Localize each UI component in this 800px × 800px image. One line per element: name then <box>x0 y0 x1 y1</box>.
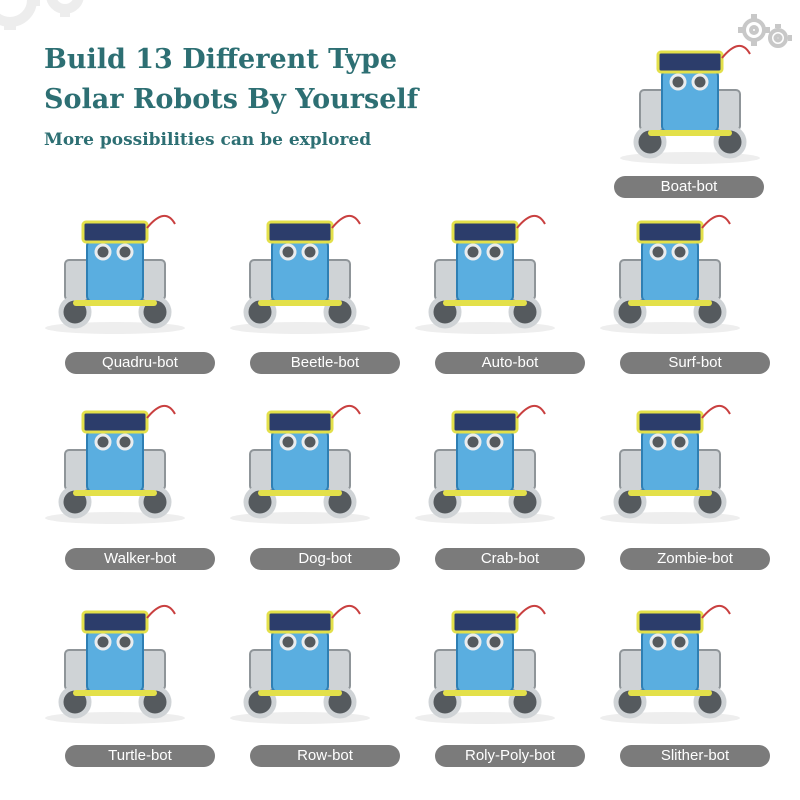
zombie-bot-image <box>580 390 760 530</box>
walker-bot-image <box>25 390 205 530</box>
robot-label: Dog-bot <box>250 548 400 570</box>
auto-bot-image <box>395 200 575 340</box>
robot-label: Row-bot <box>250 745 400 767</box>
crab-bot-image <box>395 390 575 530</box>
quadru-bot-image <box>25 200 205 340</box>
roly-poly-bot-image <box>395 590 575 730</box>
robot-label: Beetle-bot <box>250 352 400 374</box>
beetle-bot-image <box>210 200 390 340</box>
page-title-line-2: Solar Robots By Yourself <box>44 84 419 115</box>
robot-label: Auto-bot <box>435 352 585 374</box>
robot-label: Slither-bot <box>620 745 770 767</box>
dog-bot-image <box>210 390 390 530</box>
robot-label: Roly-Poly-bot <box>435 745 585 767</box>
turtle-bot-image <box>25 590 205 730</box>
robot-label: Boat-bot <box>614 176 764 198</box>
row-bot-image <box>210 590 390 730</box>
page-title-line-1: Build 13 Different Type <box>44 44 398 75</box>
robot-label: Surf-bot <box>620 352 770 374</box>
robot-label: Crab-bot <box>435 548 585 570</box>
page-subtitle: More possibilities can be explored <box>44 130 372 150</box>
slither-bot-image <box>580 590 760 730</box>
gear-decoration-top-left-icon <box>0 0 84 30</box>
gear-decoration-top-right-icon <box>738 14 792 48</box>
robot-label: Turtle-bot <box>65 745 215 767</box>
surf-bot-image <box>580 200 760 340</box>
boat-bot-image <box>600 30 780 170</box>
robot-label: Walker-bot <box>65 548 215 570</box>
robot-label: Zombie-bot <box>620 548 770 570</box>
robot-label: Quadru-bot <box>65 352 215 374</box>
header: Build 13 Different Type Solar Robots By … <box>44 40 418 150</box>
